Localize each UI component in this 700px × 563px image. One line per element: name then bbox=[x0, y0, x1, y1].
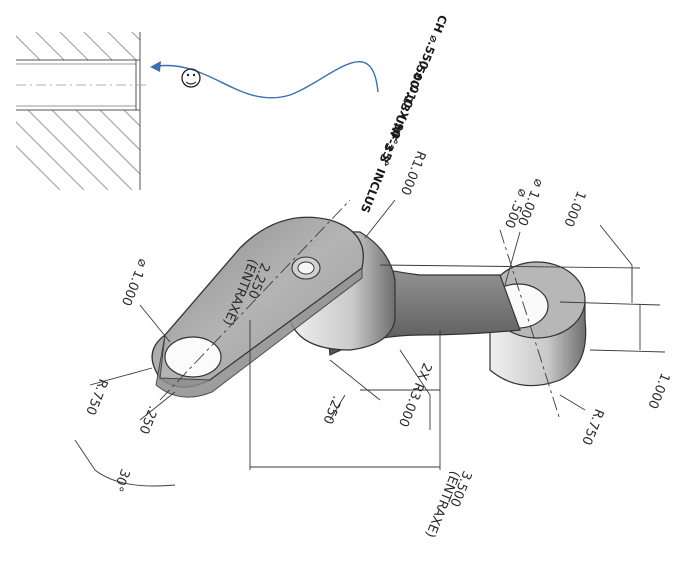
dim-r-top: R1.000 bbox=[397, 149, 428, 198]
section-inset bbox=[16, 32, 150, 190]
dim-thick-left: .250 bbox=[135, 404, 160, 436]
leader-arrow bbox=[150, 61, 379, 99]
dim-angle: 30° bbox=[110, 467, 133, 494]
left-bore bbox=[164, 336, 222, 378]
dim-len-top: 1.000 bbox=[560, 189, 588, 229]
dim-thick-mid: .250 bbox=[319, 394, 344, 426]
dim-len-right: 1.000 bbox=[644, 371, 672, 411]
dim-r-left: R.750 bbox=[82, 377, 110, 417]
smiley-icon bbox=[181, 68, 201, 88]
dim-arm-radius: 2X R3.000 bbox=[395, 361, 434, 429]
dimension-lines bbox=[74, 199, 666, 487]
dim-dia-left: ⌀ 1.000 bbox=[118, 257, 150, 308]
part-rocker-arm bbox=[151, 216, 587, 398]
dim-r-right: R.750 bbox=[578, 407, 606, 447]
